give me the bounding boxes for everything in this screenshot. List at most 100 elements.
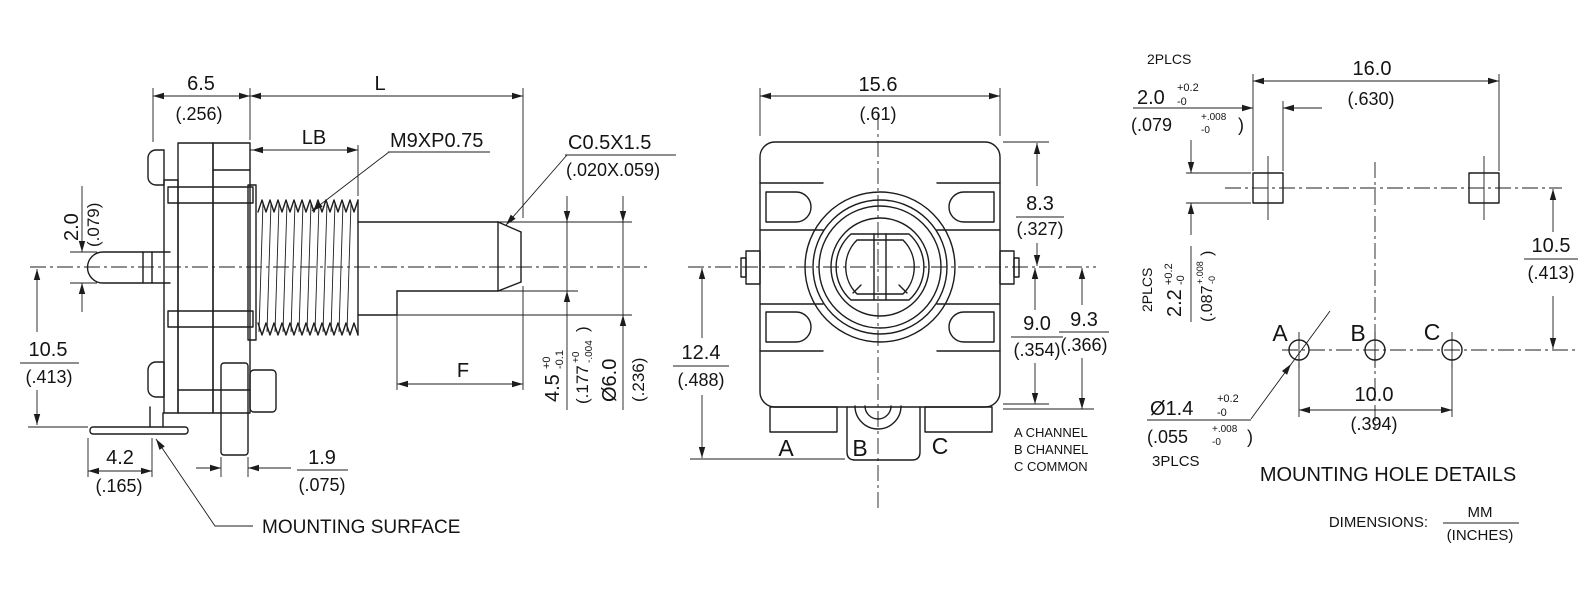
front-body-outline: [759, 141, 1001, 408]
dim-4-5-inch-tol-minus: -.004: [584, 340, 595, 363]
bushing-washer: [247, 184, 257, 341]
dim-2-0-sq-inch-close: ): [1238, 115, 1244, 135]
dim-dia-1-4-mm: Ø1.4: [1150, 398, 1193, 420]
threaded-bushing: [247, 184, 359, 341]
chamfer-callout: C0.5X1.5 (.020X.059): [503, 132, 676, 228]
dim-10-5-mounting: 10.5 (.413): [1524, 189, 1578, 349]
shaft: [357, 221, 632, 316]
dim-1-9: 1.9 (.075): [196, 447, 348, 495]
dim-10-0-mm: 10.0: [1355, 384, 1394, 406]
dim-9-0-inch: (.354): [1013, 340, 1060, 360]
dim-2-0-sq-mm: 2.0: [1137, 87, 1165, 109]
legend-b-channel: B CHANNEL: [1014, 442, 1088, 457]
dim-dia-1-4-tol-minus: -0: [1217, 407, 1227, 419]
dim-2-2-inch-close: ): [1199, 251, 1216, 256]
dim-2-2-inch-tol-minus: -0: [1207, 276, 1217, 284]
dim-15-6: 15.6 (.61): [759, 74, 1001, 136]
channel-legend: A CHANNEL B CHANNEL C COMMON: [1014, 425, 1088, 474]
dim-dia-1-4-places: 3PLCS: [1152, 453, 1200, 470]
mounting-surface-callout: MOUNTING SURFACE: [153, 437, 460, 538]
legend-c-common: C COMMON: [1014, 459, 1088, 474]
dim-4-5: 4.5 +0 -0.1 (.177 +0 -.004 ): [541, 196, 595, 410]
dim-2-2-tol-minus: -0: [1175, 275, 1187, 285]
body-plate-back: [163, 179, 179, 414]
mounting-surface-label: MOUNTING SURFACE: [262, 517, 460, 538]
chamfer-callout-inch: (.020X.059): [566, 160, 660, 180]
bushing-and-shaft-section: [804, 191, 956, 343]
dim-1-9-mm: 1.9: [308, 447, 336, 469]
bushing-mid-circle: [812, 199, 948, 335]
body-plate-front: [212, 142, 251, 414]
dim-dia-6-0: Ø6.0 (.236): [599, 196, 648, 410]
dim-dia-1-4-inch-close: ): [1247, 427, 1253, 447]
shaft-bore-circle: [830, 217, 930, 317]
side-terminal-pin: [86, 251, 171, 284]
pin-b-boss-inner: [864, 405, 892, 420]
thread-flanks: [258, 202, 352, 333]
bushing-outer-circle: [804, 191, 956, 343]
dim-8-3: 8.3 (.327): [1003, 141, 1064, 266]
hole-c-label: C: [1424, 319, 1441, 345]
dimensions-note: DIMENSIONS: MM (INCHES): [1329, 504, 1519, 544]
dim-L-label: L: [374, 73, 385, 95]
dim-4-5-mm: 4.5: [542, 374, 564, 402]
bracket-foot: [89, 426, 189, 435]
body-tab-top: [147, 149, 165, 186]
shaft-flats-outline: [835, 233, 925, 301]
dim-4-2-mm: 4.2: [106, 447, 134, 469]
dim-9-0: 9.0 (.354): [1003, 268, 1063, 405]
dim-2-0-sq-tol-minus: -0: [1177, 96, 1187, 108]
dim-4-5-inch-tol-plus: +0: [571, 351, 582, 363]
chamfer-callout-mm: C0.5X1.5: [568, 132, 651, 154]
front-pins: [769, 405, 993, 461]
mounting-view-title: MOUNTING HOLE DETAILS: [1260, 464, 1516, 486]
thread-crest-bottom: [257, 322, 359, 336]
dim-2-0-sq-tol-plus: +0.2: [1177, 82, 1199, 94]
dim-9-3-inch: (.366): [1060, 335, 1107, 355]
mounting-hole-view: A B C 16.0 (.630) 2PLCS 2.0 +0.2 -0 (.07…: [1131, 51, 1578, 544]
d-cutout-top-right: [948, 191, 995, 223]
dim-12-4-inch: (.488): [677, 370, 724, 390]
dim-2-2-mm: 2.2: [1164, 289, 1186, 317]
dim-F-label: F: [457, 360, 469, 382]
dim-10-5-side-mm: 10.5: [29, 339, 68, 361]
dim-9-3: 9.3 (.366): [1003, 268, 1109, 410]
dim-dia-1-4-inch: (.055: [1147, 427, 1188, 447]
dim-9-0-mm: 9.0: [1023, 313, 1051, 335]
dim-8-3-mm: 8.3: [1026, 193, 1054, 215]
dim-6-5-mm: 6.5: [187, 73, 215, 95]
dim-6-5-and-L: 6.5 (.256) L: [152, 73, 524, 218]
pin-b-boss-outer: [854, 405, 902, 430]
rear-support-tab: [249, 369, 277, 413]
dim-2-2-places: 2PLCS: [1139, 268, 1155, 312]
thread-callout-label: M9XP0.75: [390, 130, 483, 152]
dim-LB-label: LB: [302, 127, 326, 149]
dim-6-5-inch: (.256): [175, 104, 222, 124]
mounting-bracket: [89, 406, 189, 435]
dim-9-3-mm: 9.3: [1070, 309, 1098, 331]
side-view: 6.5 (.256) L LB M9XP0.75 C0.5X1.5 (.020X…: [20, 73, 676, 538]
pin-c-label: C: [932, 433, 949, 459]
pin-c-front: [924, 406, 993, 433]
encoder-body: [147, 142, 254, 414]
hole-a-label: A: [1272, 320, 1288, 346]
dim-2-2-square: 2PLCS 2.2 +0.2 -0 (.087 +.008 -0 ): [1139, 140, 1251, 322]
corner-notches: [759, 182, 1001, 352]
dimensions-note-label: DIMENSIONS:: [1329, 514, 1428, 531]
dim-2-2-tol-plus: +0.2: [1163, 263, 1175, 285]
terminal-pin-outline: [86, 251, 171, 284]
body-tab-bottom: [147, 361, 165, 398]
dimensions-note-inch: (INCHES): [1447, 527, 1514, 544]
dim-10-5-side: 10.5 (.413): [20, 269, 88, 428]
body-clamp-top: [167, 186, 254, 204]
pin-a-front: [769, 406, 838, 433]
dim-16-0-inch: (.630): [1347, 89, 1394, 109]
pin-b-label: B: [852, 435, 867, 461]
d-cutout-bottom-left: [765, 311, 812, 343]
dim-2-0-sq-inch-tol-minus: -0: [1201, 125, 1210, 136]
dim-4-5-tol-plus: +0: [541, 356, 553, 369]
side-tabs: [740, 250, 1020, 285]
body-plate-mid: [177, 142, 214, 414]
dim-4-2: 4.2 (.165): [87, 438, 153, 496]
shaft-flats-inner: [845, 239, 915, 295]
